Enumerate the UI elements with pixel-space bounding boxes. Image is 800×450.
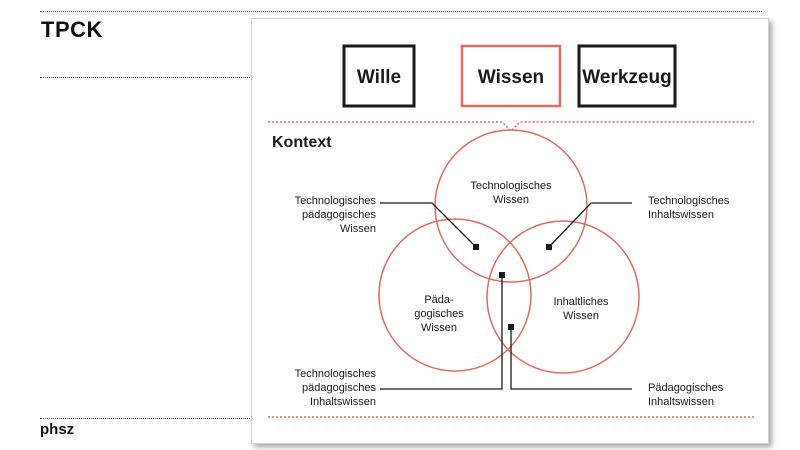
tpk-marker	[473, 244, 479, 250]
tpck-callout-1: Technologisches	[295, 368, 377, 380]
tpk-callout-1: Technologisches	[295, 195, 377, 207]
tck-callout-2: Inhaltswissen	[648, 209, 714, 221]
pedagogical-label-1: Päda-	[424, 294, 454, 306]
pck-callout-1: Pädagogisches	[648, 382, 724, 394]
wille-label: Wille	[357, 67, 401, 88]
tpk-callout-2: pädagogisches	[302, 209, 377, 221]
content-label-1: Inhaltliches	[553, 296, 609, 308]
footer-label: phsz	[40, 421, 75, 438]
technological-label-1: Technologisches	[470, 180, 552, 192]
tpck-callout-2: pädagogisches	[302, 382, 377, 394]
pck-marker	[508, 324, 514, 330]
pedagogical-knowledge-circle	[378, 218, 532, 372]
tpck-diagram: Wille Wissen Werkzeug Kontext Technologi…	[268, 44, 754, 418]
pedagogical-label-2: gogisches	[414, 308, 464, 320]
tck-callout-1: Technologisches	[648, 195, 730, 207]
tpck-callout-3: Inhaltswissen	[310, 396, 376, 408]
technological-knowledge-circle	[434, 129, 588, 283]
slide-title: TPCK	[41, 17, 103, 42]
tpck-marker	[499, 272, 505, 278]
context-separator	[268, 121, 754, 133]
title-divider	[40, 77, 250, 78]
werkzeug-box	[577, 44, 677, 108]
wissen-box	[460, 44, 562, 108]
content-label-2: Wissen	[563, 310, 599, 322]
top-divider	[40, 11, 762, 12]
tpck-leader-line	[380, 275, 503, 390]
pck-callout-2: Inhaltswissen	[648, 396, 714, 408]
pck-leader-line	[510, 327, 632, 390]
tpk-callout-3: Wissen	[340, 223, 376, 235]
context-label: Kontext	[272, 134, 332, 151]
tck-marker	[546, 244, 552, 250]
tpk-leader-line	[380, 202, 477, 248]
werkzeug-label: Werkzeug	[582, 67, 671, 88]
wissen-label: Wissen	[478, 67, 544, 88]
pedagogical-label-3: Wissen	[421, 322, 457, 334]
tpck-figure: Wille Wissen Werkzeug Kontext Technologi…	[251, 18, 769, 444]
wille-box	[342, 44, 416, 108]
footer-divider	[40, 418, 250, 419]
technological-label-2: Wissen	[493, 194, 529, 206]
content-knowledge-circle	[486, 220, 640, 374]
tck-leader-line	[548, 202, 632, 248]
